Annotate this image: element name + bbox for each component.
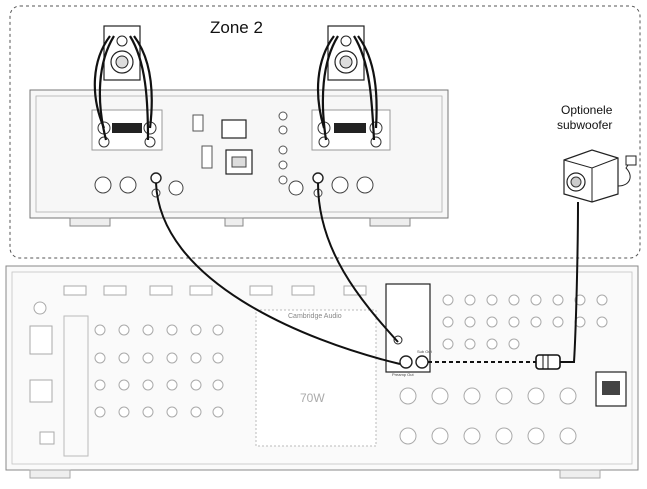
subwoofer bbox=[564, 150, 636, 202]
amp-selector bbox=[202, 146, 212, 168]
receiver-sub-out bbox=[416, 356, 428, 368]
receiver-sub-out-label: Sub Out bbox=[417, 349, 433, 354]
subwoofer-label-line2: subwoofer bbox=[557, 118, 612, 132]
zone2-amplifier bbox=[30, 90, 448, 226]
receiver-center-mark: 70W bbox=[300, 391, 325, 405]
receiver-preamp-label: Preamp Out bbox=[392, 372, 414, 377]
zone-label: Zone 2 bbox=[210, 18, 263, 38]
amp-switch bbox=[193, 115, 203, 131]
receiver-zone2-out-r bbox=[400, 356, 412, 368]
subwoofer-label-line1: Optionele bbox=[561, 103, 612, 117]
right-speaker bbox=[328, 26, 364, 80]
receiver-brand: Cambridge Audio bbox=[288, 313, 342, 320]
left-speaker bbox=[104, 26, 140, 80]
amp-power-switch bbox=[222, 120, 246, 138]
av-receiver: Cambridge Audio 70W Sub Out Preamp Out bbox=[6, 266, 638, 478]
rca-plug bbox=[536, 355, 560, 369]
